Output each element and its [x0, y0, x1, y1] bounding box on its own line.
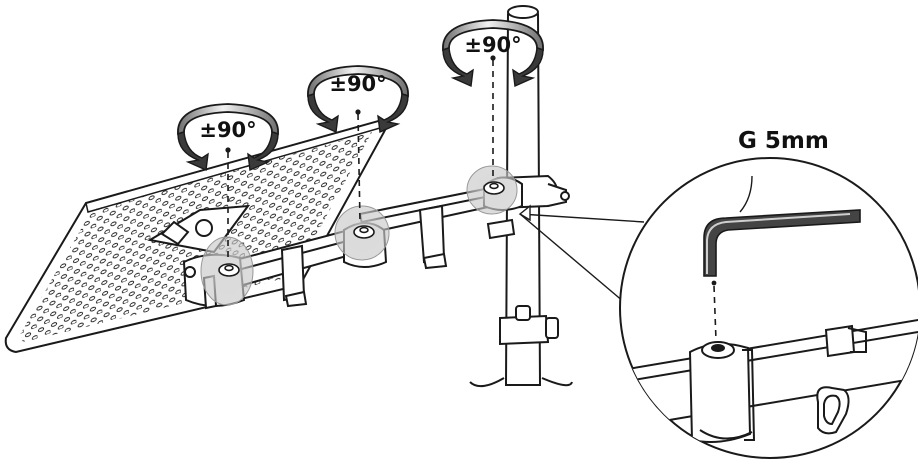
rotation-arrow-icon — [177, 103, 279, 172]
rotation-arrow-icon — [307, 65, 409, 134]
detail-callout-pointer — [518, 204, 645, 303]
rotation-indicator-1: ±90° — [177, 103, 279, 172]
rotation-label-1: ±90° — [199, 118, 256, 142]
rotation-indicator-2: ±90° — [307, 65, 409, 134]
rotation-axes — [227, 60, 494, 262]
tool-label: G 5mm — [738, 128, 829, 154]
detail-zoom-view — [619, 157, 918, 459]
rotation-arrow-icon — [442, 19, 544, 88]
rotation-indicator-3: ±90° — [442, 19, 544, 88]
rotation-label-3: ±90° — [464, 33, 521, 57]
pivot-highlights — [200, 165, 518, 306]
hex-key-icon — [703, 175, 861, 277]
rotation-label-2: ±90° — [329, 72, 386, 96]
